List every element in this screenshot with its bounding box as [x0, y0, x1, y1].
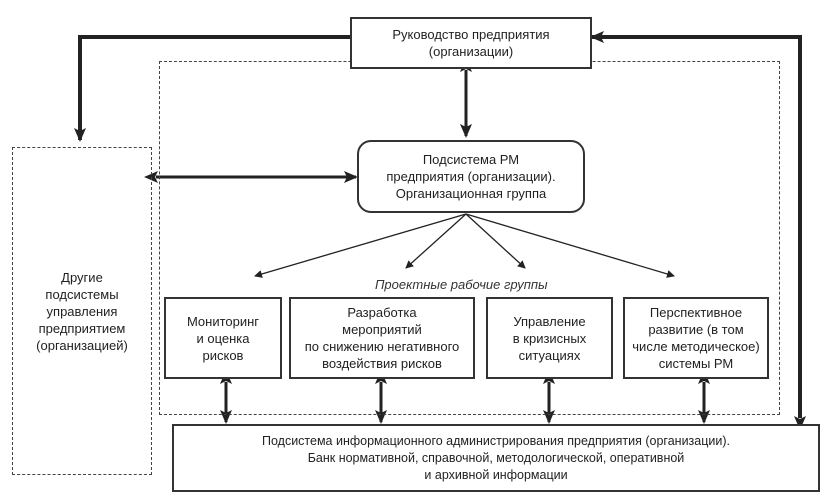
other-subsystems-label: Другие подсистемы управления предприятие…: [36, 269, 128, 353]
work-group-label: Управление в кризисных ситуациях: [512, 313, 587, 363]
arrow-rm-group-4: [465, 213, 675, 278]
rm-subsystem-box: Подсистема РМ предприятия (организации).…: [357, 140, 585, 213]
work-group-box: Мониторинг и оценка рисков: [164, 297, 282, 379]
arrow-rm-group-3: [465, 213, 526, 269]
arrow-info-to-management: [590, 31, 806, 430]
work-group-label: Мониторинг и оценка рисков: [186, 313, 260, 363]
work-groups-caption: Проектные рабочие группы: [375, 277, 548, 292]
work-group-box: Перспективное развитие (в том числе мето…: [623, 297, 769, 379]
other-subsystems-box: Другие подсистемы управления предприятие…: [12, 147, 152, 475]
management-label: Руководство предприятия (организации): [392, 27, 550, 59]
work-group-label: Разработка мероприятий по снижению негат…: [304, 305, 460, 371]
management-box: Руководство предприятия (организации): [350, 17, 592, 69]
work-group-box: Управление в кризисных ситуациях: [486, 297, 613, 379]
arrow-rm-group-2: [405, 213, 467, 269]
arrow-management-to-other-subsystems: [74, 35, 350, 142]
work-group-box: Разработка мероприятий по снижению негат…: [289, 297, 475, 379]
arrow-rm-group-1: [254, 213, 467, 278]
work-group-label: Перспективное развитие (в том числе мето…: [632, 305, 760, 371]
rm-subsystem-label: Подсистема РМ предприятия (организации).…: [386, 152, 556, 201]
info-admin-box: Подсистема информационного администриров…: [172, 424, 820, 492]
info-admin-label: Подсистема информационного администриров…: [261, 433, 731, 482]
